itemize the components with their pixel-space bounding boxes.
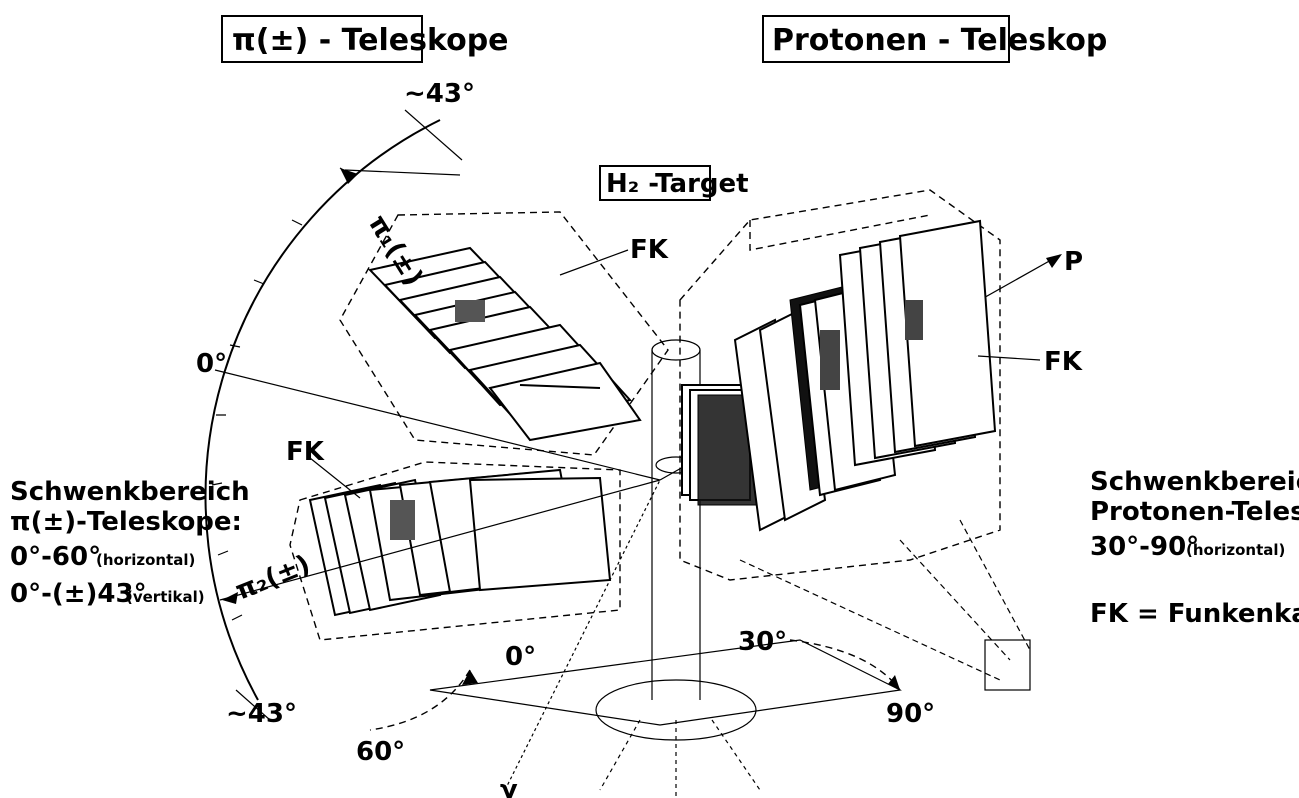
rotation-base xyxy=(369,639,902,731)
protonen-teleskop-title: Protonen - Teleskop xyxy=(772,23,1107,58)
h2-target-label: H₂ -Target xyxy=(606,169,749,199)
h2-target-box: H₂ -Target xyxy=(599,165,749,201)
swing-arc xyxy=(204,109,463,721)
left-note-line1: Schwenkbereich xyxy=(10,477,250,507)
left-note-line2: π(±)-Teleskope: xyxy=(10,507,242,537)
angle-30-label: 30° xyxy=(738,627,787,657)
h2-target-column xyxy=(595,339,761,798)
pi1-telescope xyxy=(339,211,669,456)
pi2-telescope xyxy=(289,461,621,641)
pi-teleskope-title: π(±) - Teleskope xyxy=(232,23,509,58)
angle-zero-left-label: 0° xyxy=(196,349,227,379)
right-note-legend: FK = Funkenkammern xyxy=(1090,599,1299,629)
p-label: P xyxy=(1064,247,1083,277)
right-note-line1: Schwenkbereich xyxy=(1090,467,1299,497)
proton-chamber-stack xyxy=(681,219,997,532)
angle-zero-base-label: 0° xyxy=(505,642,536,672)
right-note-line2: Protonen-Teleskop: xyxy=(1090,497,1299,527)
left-note-line3-suffix: (horizontal) xyxy=(96,551,195,569)
left-note-line4-suffix: (vertikal) xyxy=(126,588,205,606)
support-stand xyxy=(739,519,1031,691)
left-note-line4: 0°-(±)43° xyxy=(10,579,147,609)
pi1-chamber-stack xyxy=(368,246,642,442)
fk-right-label: FK xyxy=(1044,347,1083,377)
gamma-label: γ xyxy=(500,775,518,798)
fk-left-label: FK xyxy=(286,437,325,467)
angle-bottom-label: ~43° xyxy=(226,699,297,729)
right-note-line3: 30°-90° xyxy=(1090,532,1199,562)
protonen-teleskop-title-box: Protonen - Teleskop xyxy=(762,15,1107,63)
left-note: Schwenkbereich π(±)-Teleskope: 0°-60° (h… xyxy=(10,477,250,609)
fk-upper-label: FK xyxy=(630,235,669,265)
proton-telescope xyxy=(679,189,1001,581)
angle-60-label: 60° xyxy=(356,737,405,767)
left-note-line3: 0°-60° xyxy=(10,542,101,572)
angle-90-label: 90° xyxy=(886,699,935,729)
right-note: Schwenkbereich Protonen-Teleskop: 30°-90… xyxy=(1090,467,1299,629)
angle-top-label: ~43° xyxy=(404,79,475,109)
pi2-chamber-stack xyxy=(308,468,612,617)
right-note-line3-suffix: (horizontal) xyxy=(1186,541,1285,559)
pi-teleskope-title-box: π(±) - Teleskope xyxy=(221,15,509,63)
